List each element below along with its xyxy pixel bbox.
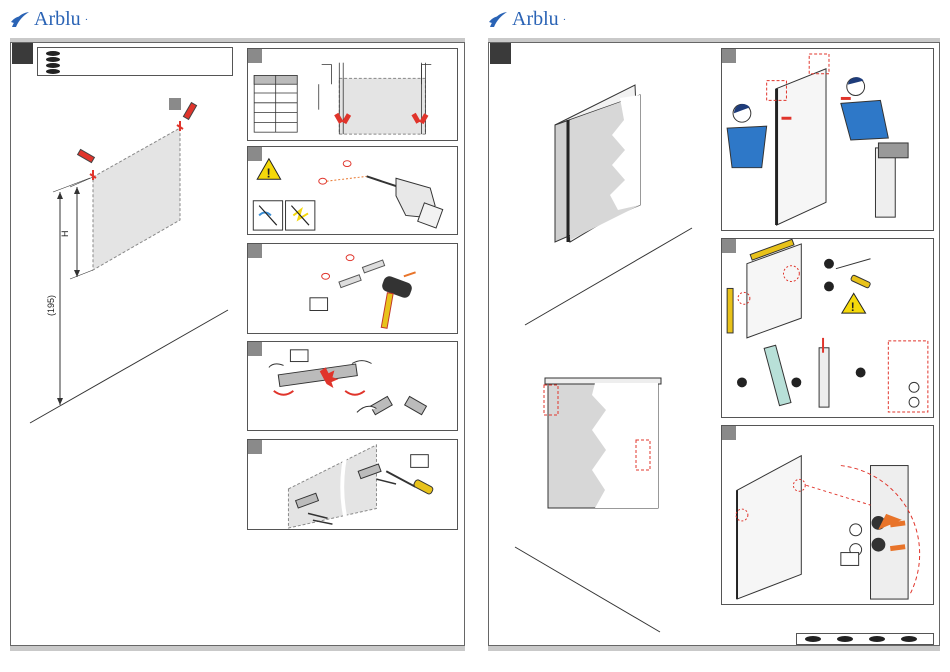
step-badge-main-right xyxy=(490,43,511,64)
pencil-icon xyxy=(183,103,196,120)
panel-measure-table xyxy=(247,48,458,141)
svg-text:!: ! xyxy=(851,300,855,314)
brand-name: Arblu xyxy=(512,8,559,31)
svg-text:!: ! xyxy=(266,166,270,180)
legend-oval xyxy=(869,636,885,642)
floor-offset-label: (195) xyxy=(46,295,56,316)
brand-swoosh-icon xyxy=(10,11,30,29)
panel-hammer xyxy=(247,243,458,334)
brand-logo-left: Arblu · xyxy=(10,8,88,31)
brand-name: Arblu xyxy=(34,8,81,31)
panel-caps xyxy=(721,425,934,605)
footer-bar-left xyxy=(10,646,465,651)
panel-brackets xyxy=(247,341,458,431)
drill-icon xyxy=(367,176,443,228)
legend-oval xyxy=(46,57,60,62)
panel-hanging xyxy=(721,48,934,231)
legend-oval xyxy=(901,636,917,642)
footer-bar-right xyxy=(488,646,940,651)
pencil-icon xyxy=(78,149,95,162)
brand-logo-right: Arblu · xyxy=(488,8,566,31)
legend-box-top xyxy=(37,47,233,76)
panel-drill: ! xyxy=(247,146,458,235)
step-badge-main-left xyxy=(12,43,33,64)
legend-oval xyxy=(46,69,60,74)
legend-oval xyxy=(837,636,853,642)
cabinet-drawing xyxy=(500,80,720,640)
warning-icon: ! xyxy=(257,159,280,181)
legend-oval xyxy=(805,636,821,642)
legend-oval xyxy=(46,51,60,56)
legend-box-bottom xyxy=(796,633,934,645)
hammer-icon xyxy=(381,275,414,329)
brand-mark: · xyxy=(563,14,567,26)
wall-measure-drawing: H (195) xyxy=(10,80,250,440)
legend-oval xyxy=(46,63,60,68)
panel-screw-brackets xyxy=(247,439,458,530)
panel-adjust: ! xyxy=(721,238,934,418)
brand-mark: · xyxy=(85,14,89,26)
brand-swoosh-icon xyxy=(488,11,508,29)
height-label: H xyxy=(60,231,70,238)
